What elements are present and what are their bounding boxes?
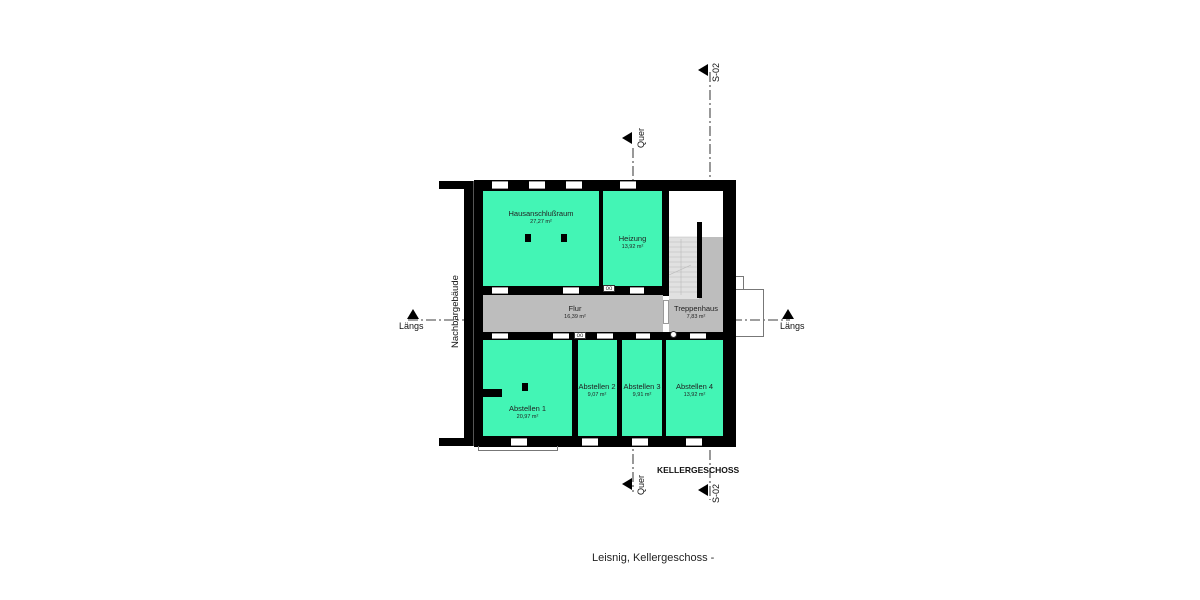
door-opening [636,333,650,339]
room-name: Abstellen 1 [508,404,547,413]
light-well-bottom [478,446,558,451]
label-hausanschlussraum: Hausanschlußraum 27,27 m² [483,210,599,226]
socket-fixture: oo [574,332,586,339]
window [529,181,545,189]
neighbor-wall-vertical [464,181,473,446]
stair-upper-landing [669,191,723,237]
room-area: 20,97 m² [516,414,539,420]
window [632,438,648,446]
room-area: 16,39 m² [564,314,586,320]
pillar [522,383,528,391]
annex-outline [736,289,764,337]
room-abstellen-4[interactable] [666,340,723,436]
door-opening [563,287,579,294]
door-opening [492,333,508,339]
window [566,181,582,189]
label-abstellen-1: Abstellen 1 20,97 m² [483,405,572,421]
room-area: 9,07 m² [587,392,607,398]
window [492,181,508,189]
wall-stub [483,389,502,397]
door-opening [597,333,613,339]
room-area: 13,92 m² [683,392,706,398]
room-name: Heizung [618,234,647,243]
window [511,438,527,446]
section-arrow-icon [622,132,632,144]
neighbor-wall-bottom [439,438,469,446]
window [686,438,702,446]
room-name: Abstellen 4 [675,382,714,391]
label-abstellen-2: Abstellen 2 9,07 m² [572,383,622,399]
label-flur: Flur 16,39 m² [530,305,620,321]
room-hausanschlussraum[interactable] [483,191,599,286]
room-area: 13,92 m² [621,244,644,250]
stair-center-wall [697,222,702,298]
section-label-laengs-right: Längs [780,321,805,331]
label-heizung: Heizung 13,92 m² [603,235,662,251]
wall-hausanschluss-heizung [599,191,603,286]
section-label-laengs-left: Längs [399,321,424,331]
floor-title: KELLERGESCHOSS [657,465,740,475]
outer-wall-bottom [474,436,736,447]
section-arrow-icon [698,484,708,496]
label-abstellen-4: Abstellen 4 13,92 m² [666,383,723,399]
neighbor-building-label: Nachbargebäude [450,275,461,348]
section-label-quer-bottom: Quer [636,474,646,495]
wall-abst1-abst2 [572,340,578,436]
flur-door-edge [663,300,669,324]
window [582,438,598,446]
socket-fixture: oo [603,285,615,292]
section-arrow-icon [622,478,632,490]
room-name: Treppenhaus [674,304,718,313]
wall-abst3-abst4 [662,340,666,436]
door-opening [553,333,569,339]
outer-wall-top [474,180,736,191]
room-abstellen-3[interactable] [622,340,662,436]
label-treppenhaus: Treppenhaus 7,83 m² [665,305,727,321]
door-opening [492,287,508,294]
room-name: Abstellen 3 [623,382,661,391]
room-abstellen-2[interactable] [578,340,617,436]
window [620,181,636,189]
section-arrow-icon [782,309,794,319]
neighbor-wall-top [439,181,469,189]
pillar [561,234,567,242]
room-heizung[interactable] [603,191,662,286]
door-opening [690,333,706,339]
room-name: Abstellen 2 [578,382,616,391]
neighbor-seam [473,181,474,446]
room-flur[interactable] [483,295,663,332]
stair-treads [669,235,699,299]
room-area: 9,91 m² [632,392,652,398]
drawing-caption: Leisnig, Kellergeschoss - [592,552,715,564]
label-abstellen-3: Abstellen 3 9,91 m² [617,383,667,399]
wall-heizung-treppe [662,191,669,296]
room-area: 27,27 m² [530,219,552,225]
section-label-quer-top: Quer [636,127,646,148]
outer-wall-left [474,180,483,447]
outer-wall-right [723,180,736,447]
room-name: Hausanschlußraum [508,209,574,218]
annex-outline-upper [736,276,744,290]
room-name: Flur [568,304,582,313]
pillar [525,234,531,242]
section-label-s02-bottom: S-02 [711,483,721,503]
section-arrow-icon [698,64,708,76]
door-opening [630,287,644,294]
section-arrow-icon [407,309,419,319]
socket-fixture [670,331,677,338]
section-label-s02-top: S-02 [711,62,721,82]
wall-abst2-abst3 [617,340,622,436]
room-area: 7,83 m² [686,314,706,320]
